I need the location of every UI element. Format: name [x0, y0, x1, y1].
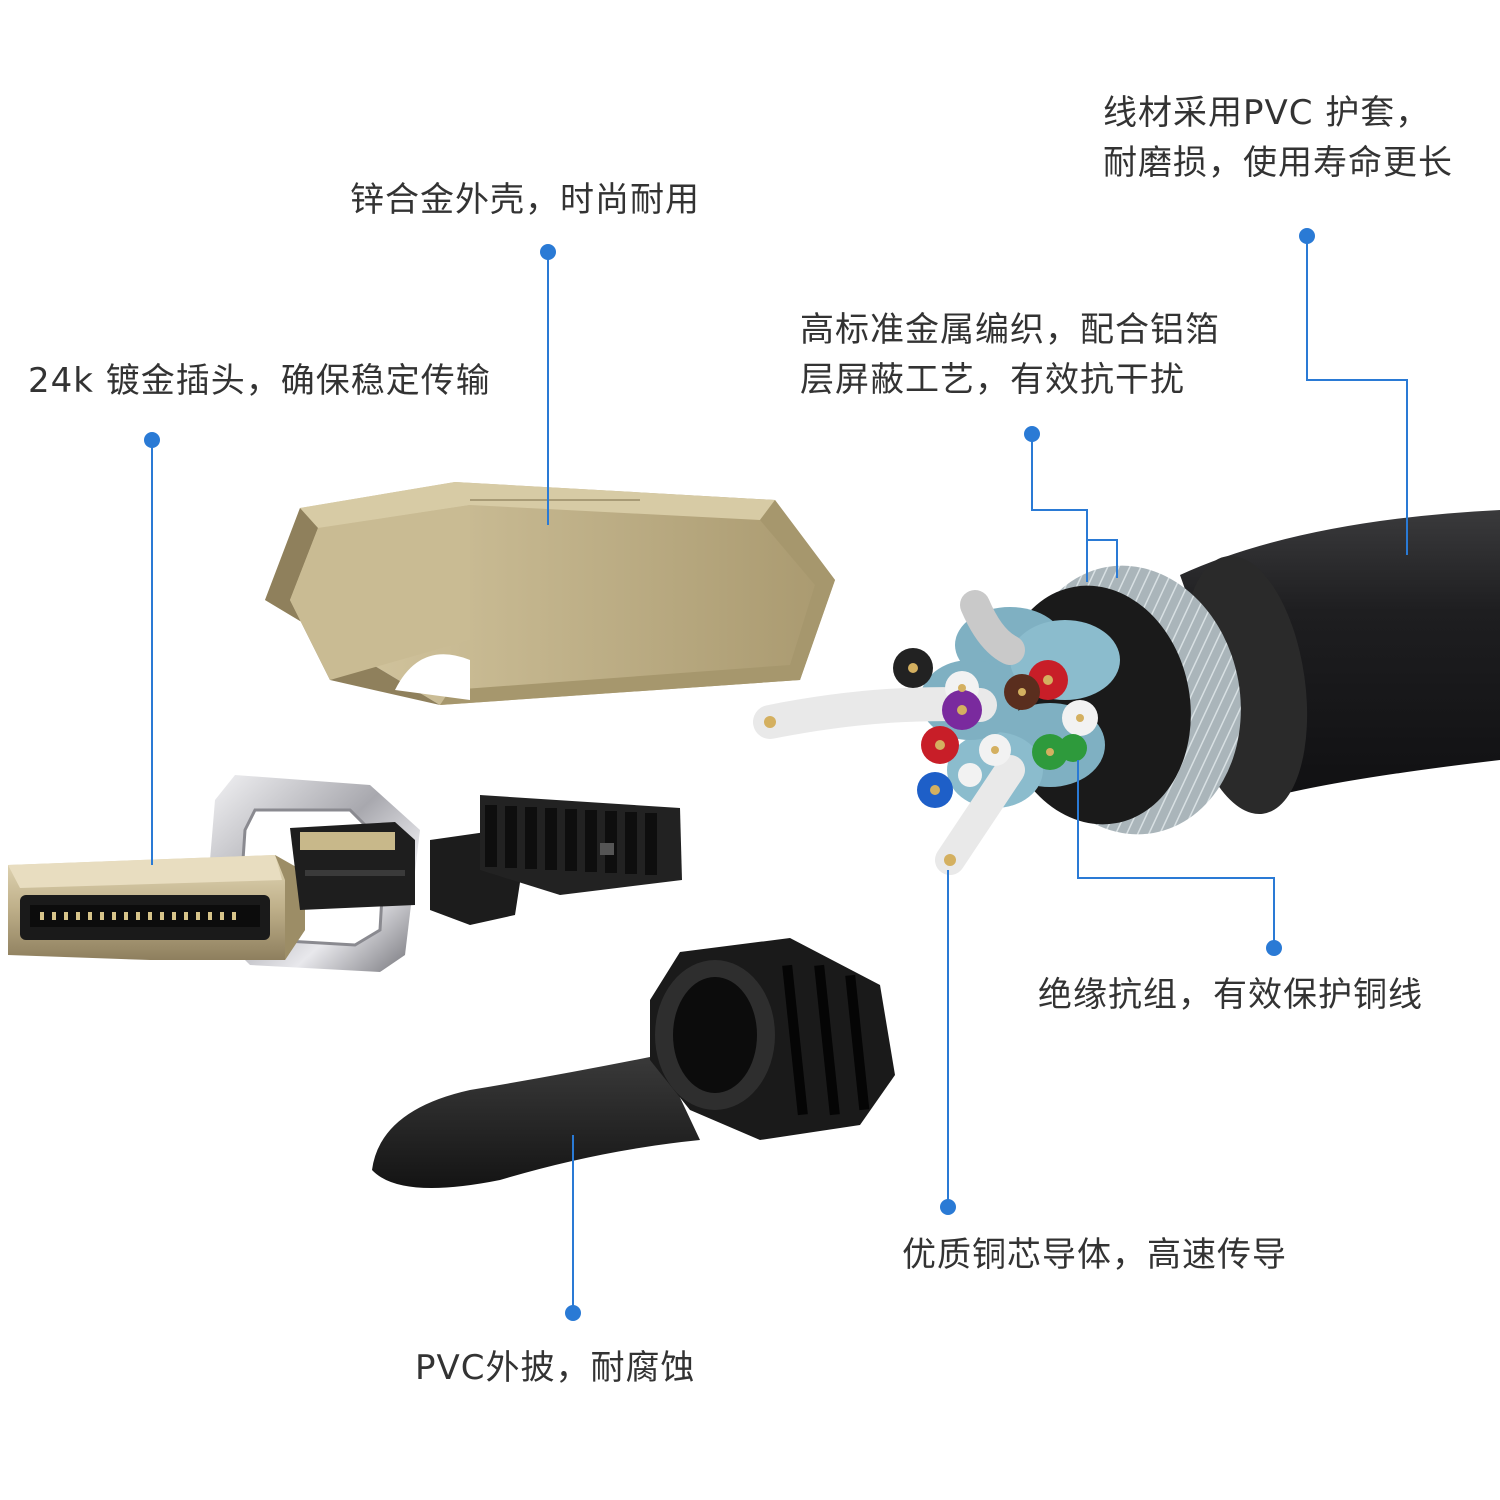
label-pvc-boot-line-1: PVC外披，耐腐蚀	[415, 1348, 696, 1388]
callout-dots	[144, 228, 1315, 1321]
label-copper-core-line-1: 优质铜芯导体，高速传导	[902, 1235, 1287, 1275]
label-zinc-shell: 锌合金外壳，时尚耐用	[350, 175, 700, 225]
label-pvc-jacket-line-1: 线材采用PVC 护套，	[1103, 93, 1431, 133]
label-shielding: 高标准金属编织，配合铝箔 层屏蔽工艺，有效抗干扰	[800, 305, 1220, 405]
pvc-boot	[372, 938, 895, 1188]
callout-line-pvc-jacket	[1306, 236, 1408, 555]
label-copper-core: 优质铜芯导体，高速传导	[902, 1230, 1287, 1280]
pcb-board	[290, 822, 415, 910]
callout-dot-pvc-boot	[565, 1305, 581, 1321]
callout-dot-shielding	[1024, 426, 1040, 442]
label-zinc-shell-line-1: 锌合金外壳，时尚耐用	[350, 180, 700, 220]
gold-plated-plug	[8, 855, 305, 960]
callout-dot-gold-plug	[144, 432, 160, 448]
callout-line-insulation	[1077, 760, 1275, 948]
callout-dot-pvc-jacket	[1299, 228, 1315, 244]
callout-line-shielding	[1031, 434, 1088, 582]
label-shielding-line-2: 层屏蔽工艺，有效抗干扰	[800, 360, 1185, 400]
label-pvc-jacket: 线材采用PVC 护套， 耐磨损，使用寿命更长	[1103, 88, 1453, 188]
callout-line-shielding-2	[1087, 539, 1118, 578]
callouts	[151, 236, 1408, 1313]
label-insulation-line-1: 绝缘抗组，有效保护铜线	[1038, 975, 1423, 1015]
label-pvc-boot: PVC外披，耐腐蚀	[415, 1343, 696, 1393]
callout-dot-insulation	[1266, 940, 1282, 956]
insulated-wires	[753, 590, 1098, 875]
callout-dot-zinc-shell	[540, 244, 556, 260]
label-gold-plug: 24k 镀金插头，确保稳定传输	[28, 356, 491, 406]
label-insulation: 绝缘抗组，有效保护铜线	[1038, 970, 1423, 1020]
plug-contacts	[40, 912, 236, 920]
label-shielding-line-1: 高标准金属编织，配合铝箔	[800, 310, 1220, 350]
zinc-alloy-shell	[265, 482, 835, 705]
callout-dot-copper-core	[940, 1199, 956, 1215]
label-pvc-jacket-line-2: 耐磨损，使用寿命更长	[1103, 143, 1453, 183]
label-gold-plug-line-1: 24k 镀金插头，确保稳定传输	[28, 361, 491, 401]
inner-molding	[430, 795, 682, 925]
